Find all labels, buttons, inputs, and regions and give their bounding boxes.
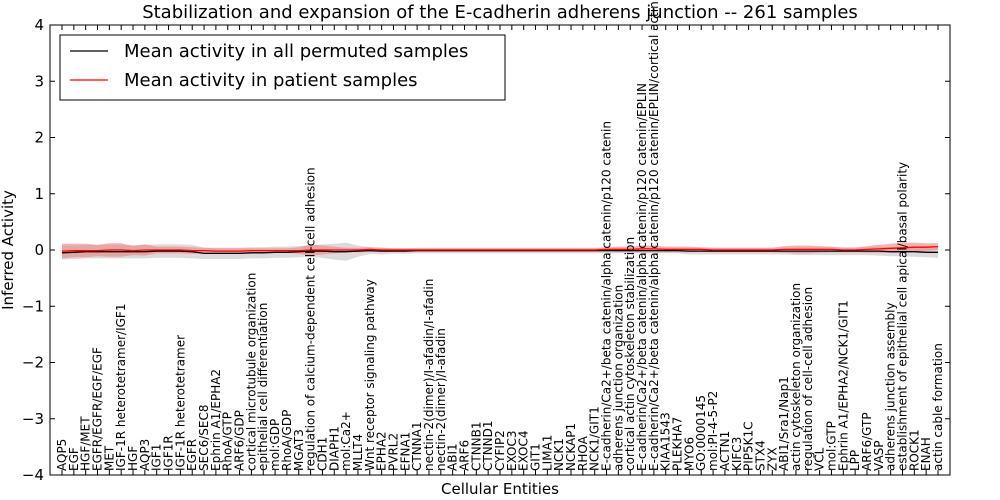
x-tick-label: regulation of cell-cell adhesion [801, 287, 815, 471]
x-tick-label: mol:PI-4-5-P2 [706, 391, 720, 471]
x-tick-label: E-cadherin/Ca2+/beta catenin/alpha caten… [647, 1, 661, 471]
x-tick-label: AQP5 [55, 439, 69, 471]
x-tick-label: cortical actin cytoskeleton stabilizatio… [623, 237, 637, 471]
x-tick-label: RhoA/GDP [280, 410, 294, 471]
y-tick-label: −3 [22, 410, 44, 428]
x-tick-label: LPP [848, 450, 862, 471]
x-tick-label: PLEKHA7 [671, 417, 685, 471]
x-tick-label: GO:0000145 [694, 395, 708, 471]
x-tick-label: ACTN1 [718, 431, 732, 471]
x-tick-label: CTNND1 [481, 420, 495, 471]
x-tick-label: Ephrin A1/EPHA2/NCK1/GIT1 [836, 300, 850, 471]
x-tick-label: VASP [872, 440, 886, 471]
x-tick-label: EXOC4 [517, 431, 531, 472]
y-tick-label: 2 [34, 129, 44, 147]
x-tick-label: Wnt receptor signaling pathway [363, 279, 377, 471]
x-tick-label: EPHA2 [375, 431, 389, 471]
x-tick-label: EXOC3 [505, 431, 519, 472]
x-tick-label: KIAA1543 [659, 412, 673, 471]
y-axis-label: Inferred Activity [0, 190, 17, 310]
x-tick-label: VCL [813, 447, 827, 471]
x-tick-label: GIT1 [529, 443, 543, 471]
y-tick-label: −1 [22, 297, 44, 315]
x-tick-label: cortical microtubule organization [244, 273, 258, 471]
legend-box [59, 34, 506, 101]
x-tick-label: HGF/MET [79, 416, 93, 471]
y-tick-label: 4 [34, 16, 44, 34]
x-tick-label: CTNNA1 [410, 421, 424, 471]
x-tick-label: RhoA/GTP [221, 412, 235, 471]
x-tick-label: ARF6/GTP [860, 412, 874, 471]
x-tick-label: PVRL2 [387, 433, 401, 471]
x-tick-label: ZYX [765, 447, 779, 471]
x-tick-label: ABI1/Sra1/Nap1 [777, 376, 791, 471]
x-tick-label: HGF [126, 446, 140, 471]
x-tick-label: AQP3 [138, 439, 152, 471]
x-tick-label: PIP5K1C [742, 421, 756, 471]
x-tick-label: LIMA1 [540, 435, 554, 471]
x-tick-label: Ephrin A1/EPHA2 [209, 369, 223, 471]
x-tick-label: E-cadherin/Ca2+/beta catenin/alpha caten… [635, 83, 649, 471]
x-tick-label: MYO6 [682, 437, 696, 471]
x-tick-label: DIAPH1 [327, 426, 341, 471]
x-axis-label: Cellular Entities [441, 480, 559, 498]
x-tick-label: epithelial cell differentiation [256, 303, 270, 471]
x-tick-label: KIFC3 [730, 437, 744, 471]
x-tick-label: IGF-1R heterotetramer [173, 335, 187, 471]
legend-label-patient: Mean activity in patient samples [124, 70, 418, 91]
series-line-patient [61, 245, 939, 252]
chart-title: Stabilization and expansion of the E-cad… [142, 2, 858, 23]
x-tick-label: NCKAP1 [564, 423, 578, 471]
x-tick-label: mol:Ca2+ [339, 411, 353, 471]
legend-label-permuted: Mean activity in all permuted samples [124, 41, 468, 62]
x-tick-label: EGFR/EGFR/EGF/EGF [91, 347, 105, 471]
x-tick-label: adherens junction organization [611, 285, 625, 471]
x-tick-label: actin cytoskeleton organization [789, 283, 803, 471]
x-tick-label: ROCK1 [907, 429, 921, 471]
x-tick-label: EGFR [185, 439, 199, 471]
x-tick-label: MET [102, 445, 116, 471]
y-tick-label: 0 [34, 241, 44, 259]
x-tick-label: NCK1 [552, 438, 566, 471]
x-tick-label: MLLT4 [351, 434, 365, 471]
x-tick-label: IGF-1R heterotetramer/IGF1 [114, 304, 128, 471]
x-tick-label: CYFIP2 [493, 430, 507, 471]
y-tick-label: 1 [34, 185, 44, 203]
x-tick-label: adherens junction assembly [884, 302, 898, 471]
y-tick-label: −2 [22, 354, 44, 372]
x-tick-label: ARF6/GDP [233, 410, 247, 471]
x-tick-label: nectin-2(dimer)/I-afadin [434, 328, 448, 471]
y-tick-label: 3 [34, 72, 44, 90]
x-tick-label: MGAT3 [292, 429, 306, 471]
x-tick-label: CTNNB1 [469, 421, 483, 471]
x-tick-label: STX4 [753, 440, 767, 471]
x-tick-label: E-cadherin/Ca2+/beta catenin/alpha caten… [600, 121, 614, 471]
x-tick-label: mol:GDP [268, 419, 282, 471]
x-tick-label: CDH1 [315, 437, 329, 471]
x-tick-label: EGF [67, 447, 81, 471]
y-tick-label: −4 [22, 466, 44, 484]
x-tick-label: actin cable formation [931, 343, 945, 471]
x-tick-label: nectin-2(dimer)/I-afadin/I-afadin [422, 279, 436, 471]
x-tick-label: regulation of calcium-dependent cell-cel… [304, 167, 318, 471]
x-tick-label: mol:GTP [825, 421, 839, 471]
x-tick-label: ENAH [919, 437, 933, 471]
x-tick-label: EFNA1 [398, 432, 412, 471]
x-tick-label: IGF1 [150, 444, 164, 471]
band-permuted [62, 242, 938, 261]
legend: Mean activity in all permuted samples Me… [59, 34, 506, 101]
x-tick-label: establishment of epithelial cell apical/… [896, 162, 910, 471]
x-tick-label: ABI1 [446, 443, 460, 471]
x-tick-label: ARF6 [458, 440, 472, 471]
x-tick-label: IGF1R [162, 435, 176, 471]
x-tick-label: RHOA [576, 435, 590, 471]
x-tick-label: NCK1/GIT1 [588, 406, 602, 471]
x-tick-label: SEC6/SEC8 [197, 405, 211, 471]
